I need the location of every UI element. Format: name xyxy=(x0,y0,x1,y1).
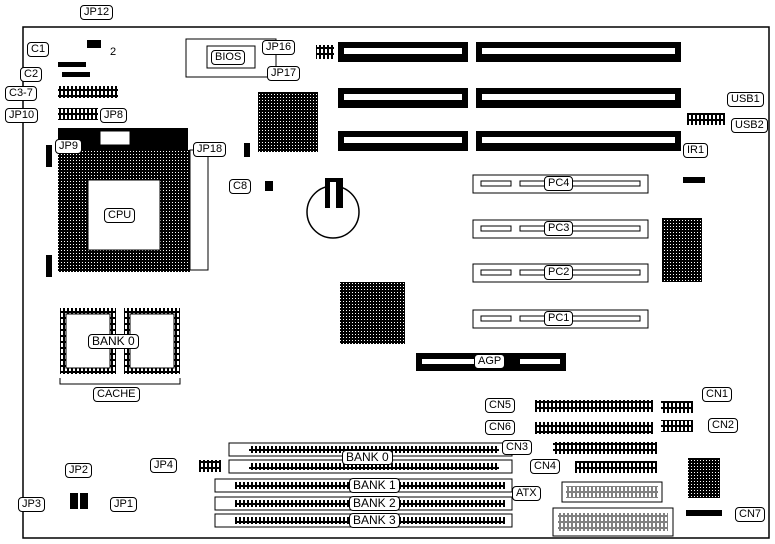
jp17-label: JP17 xyxy=(267,66,301,81)
jp18-label: JP18 xyxy=(193,142,227,157)
jp8-label: JP8 xyxy=(100,108,127,123)
pc2-label: PC2 xyxy=(544,265,574,280)
jp3-label: JP3 xyxy=(18,497,45,512)
jp16-label: JP16 xyxy=(262,40,296,55)
c8-label: C8 xyxy=(229,179,252,194)
jp12-label: JP12 xyxy=(80,5,114,20)
cache-bank0-label: BANK 0 xyxy=(88,334,139,349)
bank0-label: BANK 0 xyxy=(342,450,393,465)
jp12-pin-label: 2 xyxy=(110,46,117,58)
jumper-blocks xyxy=(58,40,725,516)
amp-label: AMP xyxy=(64,127,86,138)
keyboard-port xyxy=(688,458,720,498)
jp1-label: JP1 xyxy=(110,497,137,512)
pc1-label: PC1 xyxy=(544,311,574,326)
pc4-label: PC4 xyxy=(544,176,574,191)
bios-label: BIOS xyxy=(211,50,246,65)
battery xyxy=(306,178,360,239)
bank1-label: BANK 1 xyxy=(349,478,400,493)
jp10-label: JP10 xyxy=(5,108,39,123)
cn1-label: CN1 xyxy=(702,387,733,402)
cn5-label: CN5 xyxy=(485,398,516,413)
c3-7-label: C3-7 xyxy=(5,86,37,101)
cpu-label: CPU xyxy=(104,208,136,223)
isa-slots xyxy=(338,42,681,151)
bank3-label: BANK 3 xyxy=(349,513,400,528)
atx-label: ATX xyxy=(512,486,541,501)
cache-label: CACHE xyxy=(93,387,140,402)
agp-label: AGP xyxy=(474,354,506,369)
jp2-label: JP2 xyxy=(65,463,92,478)
jp9-label: JP9 xyxy=(55,139,82,154)
cn6-label: CN6 xyxy=(485,420,516,435)
c2-label: C2 xyxy=(20,67,43,82)
cn4-label: CN4 xyxy=(530,459,561,474)
chipset-north xyxy=(258,92,318,152)
ir1-label: IR1 xyxy=(683,143,709,158)
ide-headers xyxy=(535,400,693,473)
jp4-label: JP4 xyxy=(150,458,177,473)
bank2-label: BANK 2 xyxy=(349,496,400,511)
chipset-south xyxy=(340,282,405,344)
cn3-label: CN3 xyxy=(502,440,533,455)
usb2-label: USB2 xyxy=(731,118,768,133)
cn7-label: CN7 xyxy=(735,507,766,522)
chipset-right xyxy=(662,218,702,282)
cn2-label: CN2 xyxy=(708,418,739,433)
c1-label: C1 xyxy=(27,42,50,57)
pc3-label: PC3 xyxy=(544,221,574,236)
usb1-label: USB1 xyxy=(727,92,764,107)
